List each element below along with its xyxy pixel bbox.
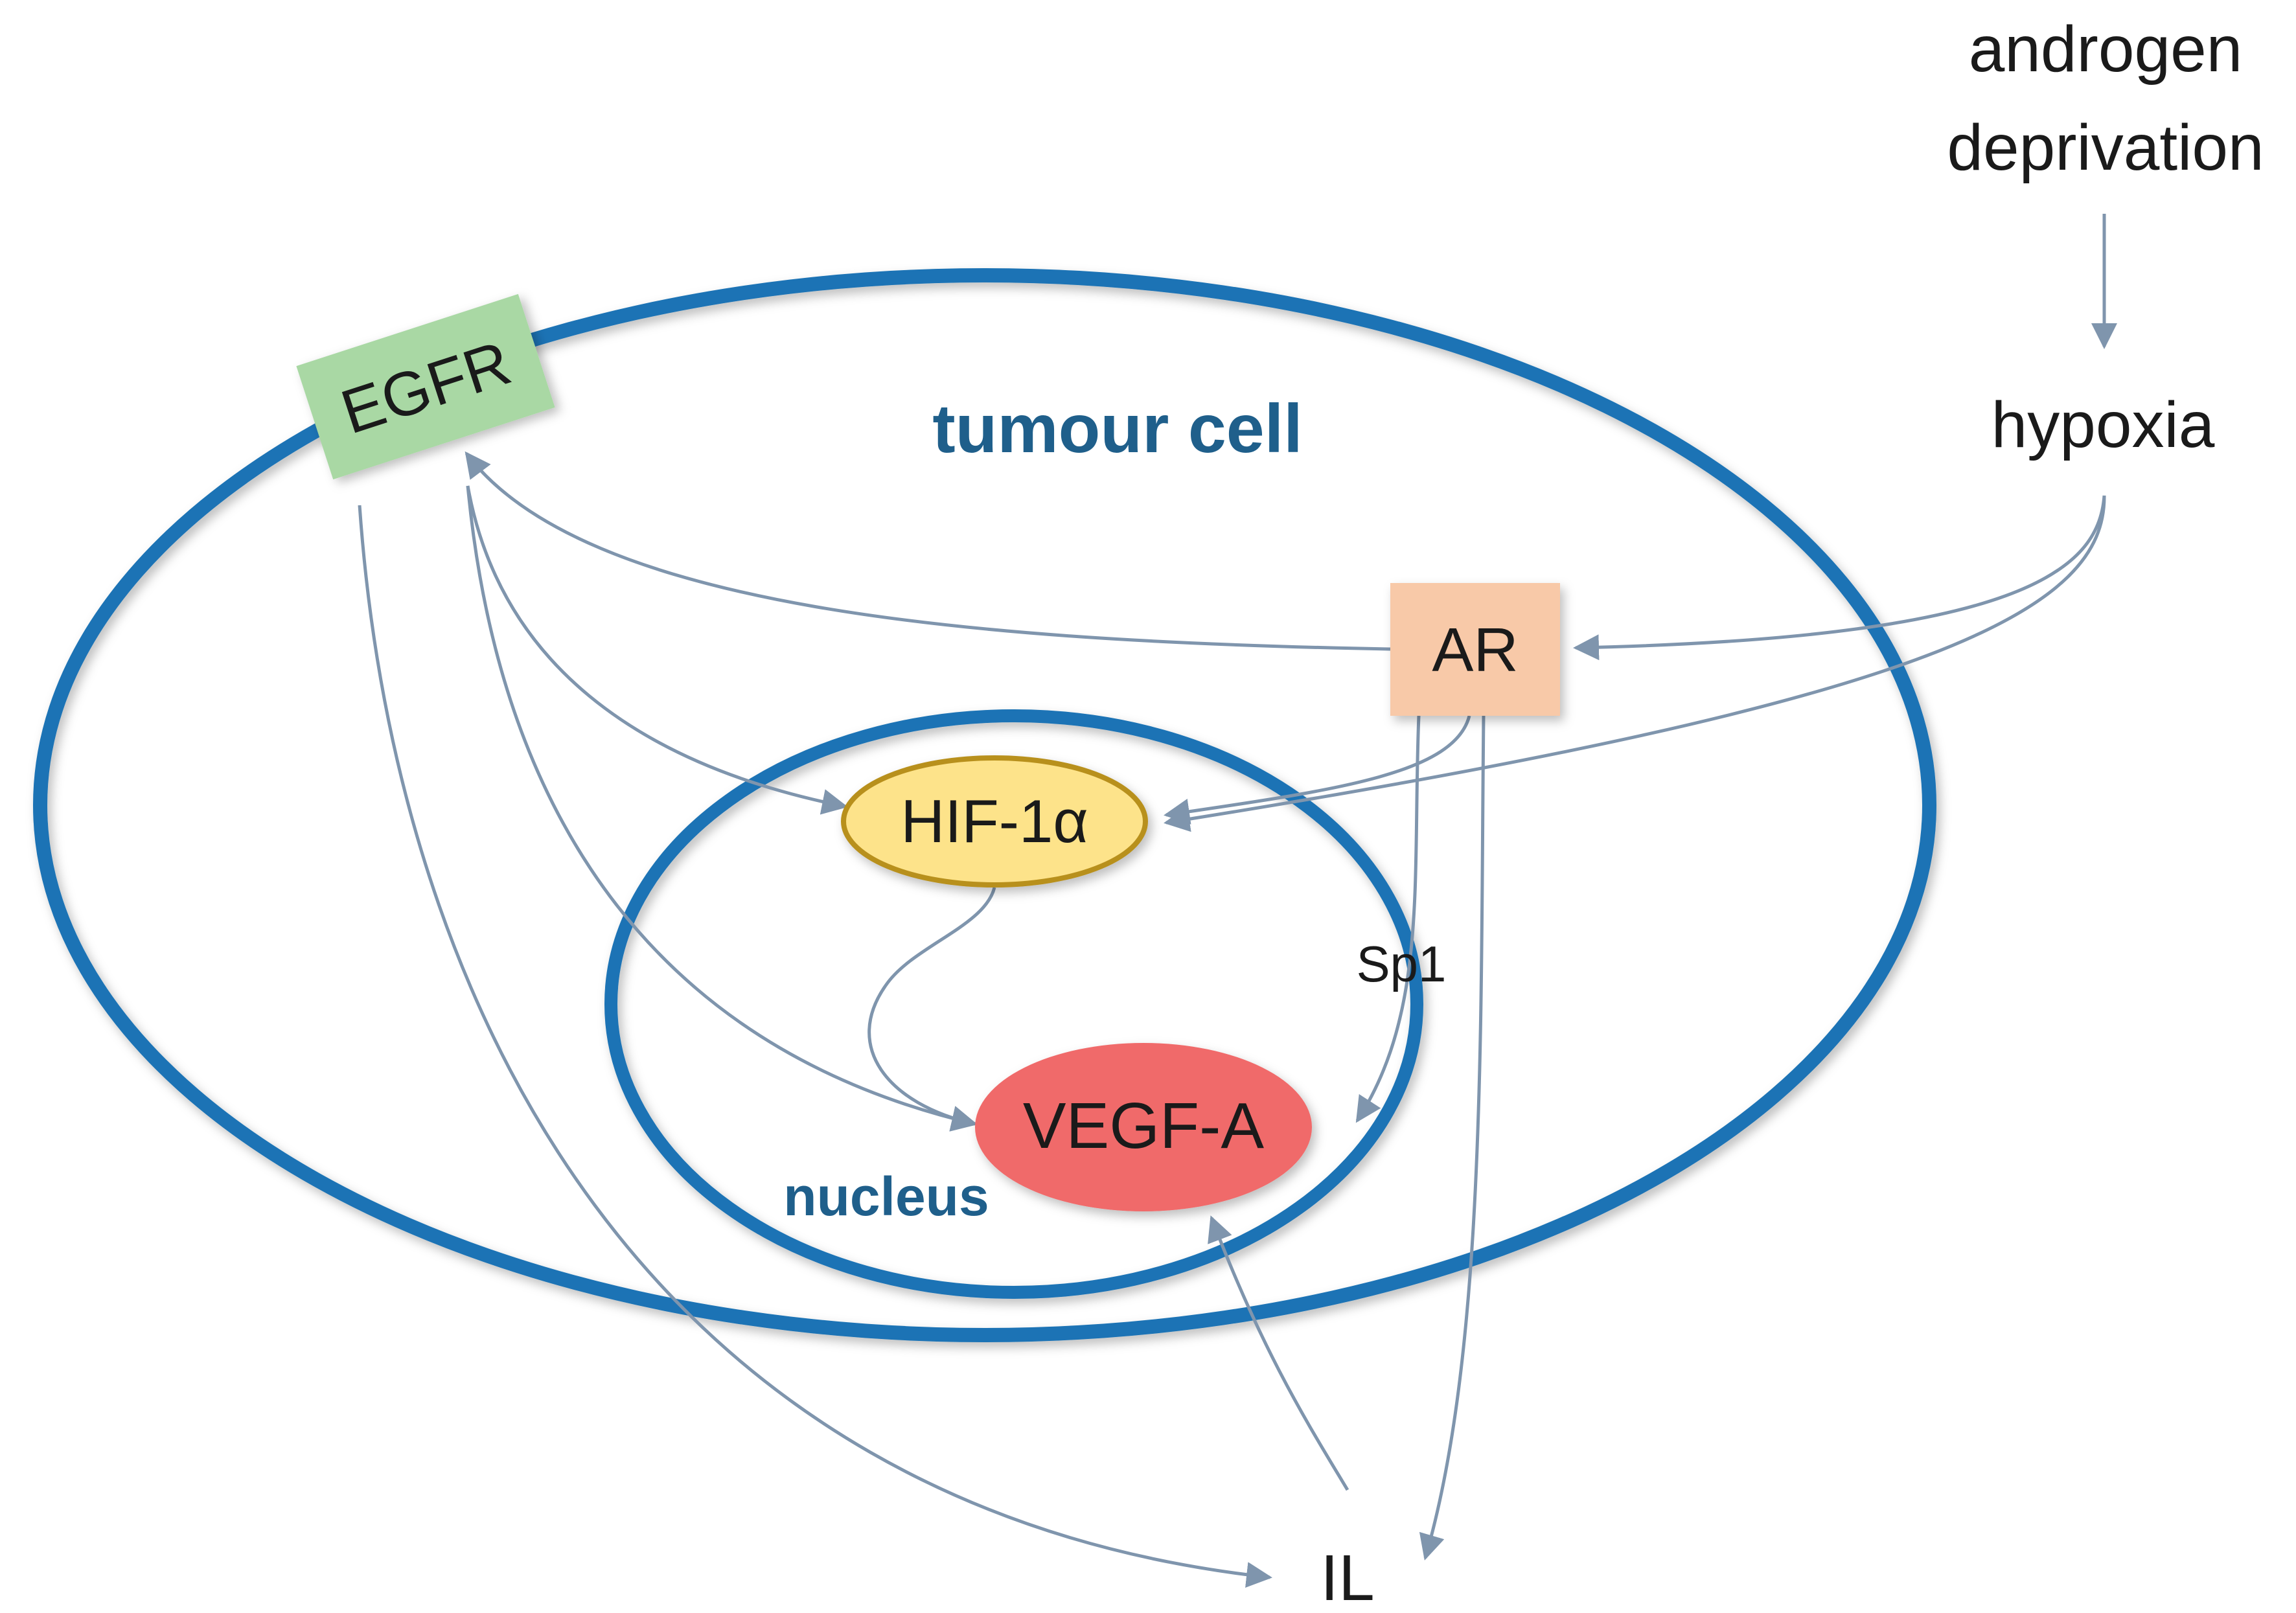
node-ar: AR xyxy=(1390,583,1560,716)
nucleus-membrane xyxy=(604,709,1423,1299)
il-label: IL xyxy=(1320,1542,1374,1613)
edge-egfr-to-hif1a xyxy=(466,485,848,815)
edge-hif1a-to-vegfa xyxy=(867,887,996,1132)
edge-label-sp1: Sp1 xyxy=(1357,935,1447,992)
tumour-cell-label: tumour cell xyxy=(932,391,1302,467)
androgen-deprivation-label-line1: androgen xyxy=(1969,13,2243,86)
node-egfr: EGFR xyxy=(296,293,555,480)
node-hif1a: HIF-1α xyxy=(841,755,1148,887)
edge-ar-to-il xyxy=(1419,715,1486,1561)
edge-egfr-to-il xyxy=(358,505,1272,1588)
hif1a-ellipse xyxy=(841,755,1148,887)
tumour-cell-membrane xyxy=(33,268,1936,1342)
edges xyxy=(358,214,2117,1588)
ar-box xyxy=(1390,583,1560,716)
hif1a-label: HIF-1α xyxy=(901,787,1088,855)
node-vegfa: VEGF-A xyxy=(975,1043,1312,1211)
ar-label: AR xyxy=(1432,615,1518,685)
androgen-deprivation-label-line2: deprivation xyxy=(1947,111,2264,184)
edge-ar-to-hif1a xyxy=(1164,715,1471,825)
nucleus-label: nucleus xyxy=(783,1166,989,1227)
edge-hypoxia-to-hif1a xyxy=(1164,495,2106,832)
vegfa-ellipse xyxy=(975,1043,1312,1211)
edge-egfr-to-vegfa xyxy=(466,485,978,1132)
hypoxia-label: hypoxia xyxy=(1992,389,2215,461)
edge-ar-to-vegfa-sp1 xyxy=(1355,715,1421,1123)
edge-hypoxia-to-ar xyxy=(1573,495,2106,661)
egfr-box xyxy=(296,293,555,480)
edge-il-to-vegfa xyxy=(1208,1215,1349,1491)
vegfa-label: VEGF-A xyxy=(1023,1090,1265,1162)
edge-ar-to-egfr xyxy=(465,451,1391,651)
